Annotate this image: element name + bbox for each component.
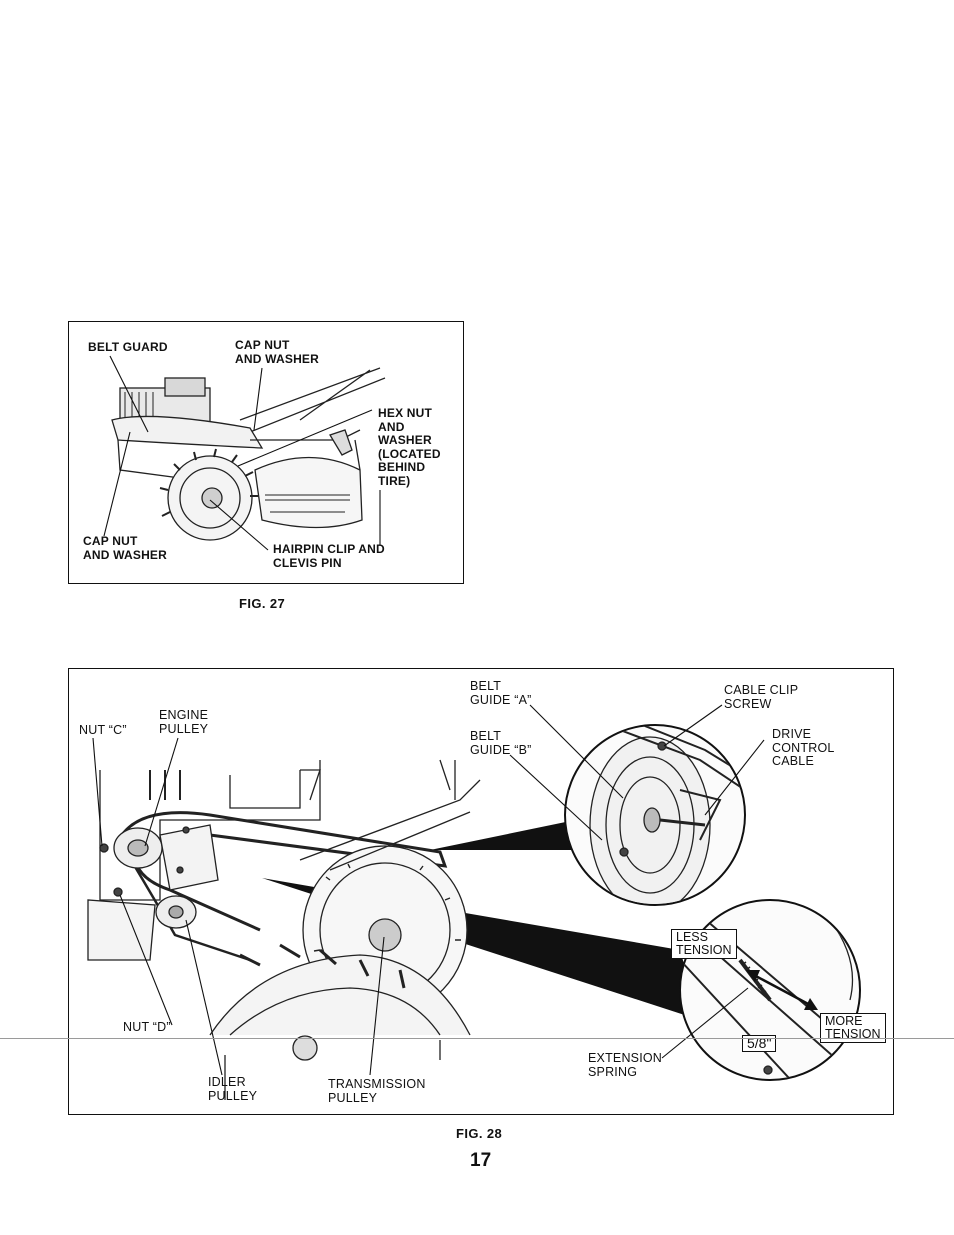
- label-drive-control-cable: DRIVE CONTROL CABLE: [772, 727, 835, 768]
- fig27-panel: [68, 321, 464, 584]
- label-less-tension: LESS TENSION: [671, 929, 737, 959]
- fig27-caption: FIG. 27: [239, 596, 286, 611]
- label-extension-spring: EXTENSION SPRING: [588, 1051, 663, 1079]
- fig28-panel: [68, 668, 894, 1115]
- label-belt-guide-b: BELT GUIDE “B”: [470, 729, 532, 757]
- label-belt-guide-a: BELT GUIDE “A”: [470, 679, 532, 707]
- label-cap-nut-bottom: CAP NUT AND WASHER: [83, 534, 168, 562]
- label-idler-pulley: IDLER PULLEY: [208, 1075, 258, 1103]
- label-transmission-pulley: TRANSMISSION PULLEY: [328, 1077, 426, 1105]
- label-cap-nut-top: CAP NUT AND WASHER: [235, 338, 320, 366]
- fig28-caption: FIG. 28: [456, 1126, 503, 1141]
- label-engine-pulley: ENGINE PULLEY: [159, 708, 209, 736]
- label-hairpin-clip: HAIRPIN CLIP AND CLEVIS PIN: [273, 542, 385, 570]
- label-measurement: 5/8": [742, 1035, 777, 1052]
- label-nut-d: NUT “D”: [123, 1020, 171, 1034]
- label-nut-c: NUT “C”: [79, 723, 127, 737]
- page-number: 17: [470, 1150, 492, 1171]
- label-belt-guard: BELT GUARD: [88, 340, 168, 354]
- scan-line: [0, 1038, 954, 1039]
- label-hex-nut: HEX NUT AND WASHER (LOCATED BEHIND TIRE): [378, 406, 441, 488]
- label-cable-clip-screw: CABLE CLIP SCREW: [724, 683, 799, 711]
